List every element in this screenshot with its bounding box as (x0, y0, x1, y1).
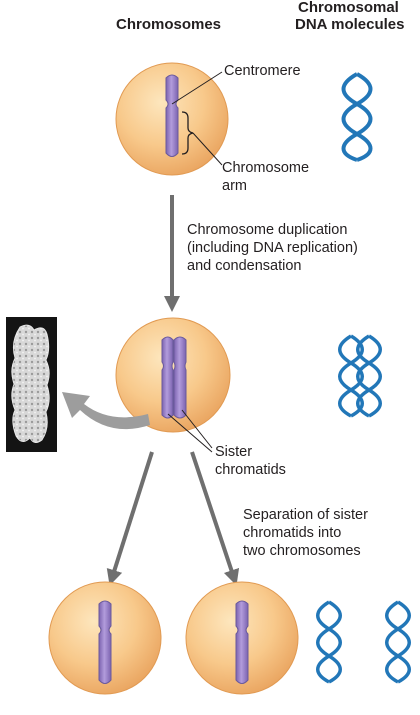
chromosome-single (165, 74, 179, 157)
cell-duplicated-chromosome (115, 317, 231, 453)
header-dna-line2: DNA molecules (295, 16, 405, 33)
label-sister-line1: Sister (215, 444, 253, 460)
label-duplication-line3: and condensation (187, 258, 302, 274)
label-duplication-line1: Chromosome duplication (187, 222, 348, 238)
micrograph-pointer-arrow (62, 392, 150, 430)
centromere-leader-line (171, 71, 223, 105)
dna-helix-icon (341, 72, 373, 162)
label-duplication-line2: (including DNA replication) (187, 240, 358, 256)
chromatid-left (161, 336, 174, 419)
chromatid-right (173, 336, 187, 419)
dna-helix-icon (385, 600, 411, 684)
dna-helix-icon (356, 334, 382, 418)
header-chromosomes: Chromosomes (116, 16, 222, 33)
label-separation-line2: chromatids into (243, 525, 342, 541)
micrograph-image (6, 317, 57, 452)
chromosome-daughter-right (235, 600, 249, 684)
dna-helix-icon (338, 334, 364, 418)
label-sister-line2: chromatids (215, 462, 286, 478)
separation-arrow-left (106, 451, 154, 586)
separation-arrow-right (190, 451, 240, 586)
header-dna-line1: Chromosomal (298, 0, 399, 16)
sister-leader-line-1 (167, 413, 213, 453)
daughter-cell-right (185, 581, 299, 695)
label-arm-line2: arm (222, 178, 247, 194)
arm-leader-line (192, 132, 223, 166)
daughter-cell-left (48, 581, 162, 695)
sister-leader-line-2 (181, 409, 213, 449)
label-separation-line1: Separation of sister (243, 507, 368, 523)
cell-single-chromosome (115, 62, 229, 176)
label-separation-line3: two chromosomes (243, 543, 361, 559)
label-centromere: Centromere (224, 63, 301, 79)
chromosome-daughter-left (98, 600, 112, 684)
label-arm-line1: Chromosome (222, 160, 310, 176)
dna-helix-icon (316, 600, 342, 684)
